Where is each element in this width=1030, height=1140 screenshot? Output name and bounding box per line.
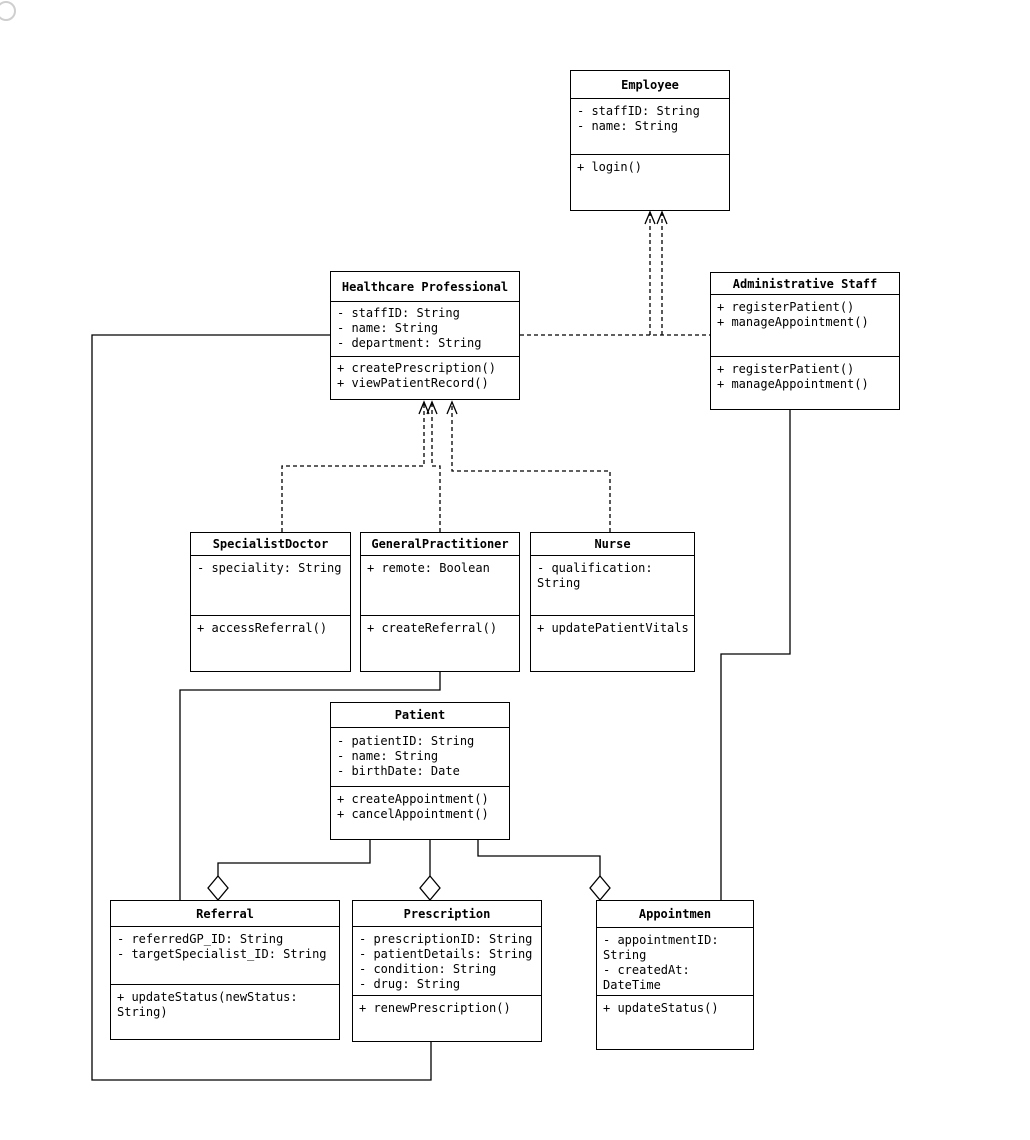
edge-generalpractitioner-hp — [431, 404, 441, 532]
method-line: + login() — [577, 160, 643, 174]
edge-patient-appointment — [477, 840, 601, 877]
attribute-line: - patientID: String — [337, 734, 475, 748]
methods-compartment: + updatePatientVitals — [531, 615, 694, 673]
attributes-compartment: + remote: Boolean — [361, 556, 519, 615]
attributes-compartment: + registerPatient() + manageAppointment(… — [711, 295, 899, 356]
attribute-line: + registerPatient() — [717, 300, 855, 314]
method-line: + cancelAppointment() — [337, 807, 489, 821]
class-box-general-practitioner: GeneralPractitioner + remote: Boolean + … — [360, 532, 520, 672]
edge-generalpractitioner-referral — [179, 672, 441, 900]
class-box-nurse: Nurse - qualification: String + updatePa… — [530, 532, 695, 672]
method-line: + renewPrescription() — [359, 1001, 511, 1015]
attribute-line: - qualification: String — [537, 561, 653, 590]
arrowhead-icon — [426, 400, 438, 415]
method-line: + viewPatientRecord() — [337, 376, 489, 390]
arrowhead-icon — [446, 400, 458, 415]
methods-compartment: + registerPatient() + manageAppointment(… — [711, 356, 899, 411]
methods-compartment: + accessReferral() — [191, 615, 350, 673]
attribute-line: - referredGP_ID: String — [117, 932, 284, 946]
methods-compartment: + updateStatus(newStatus: String) — [111, 984, 339, 1041]
class-box-appointment: Appointmen - appointmentID: String - cre… — [596, 900, 754, 1050]
circle-outline-icon — [0, 1, 16, 21]
attributes-compartment: - prescriptionID: String - patientDetail… — [353, 927, 541, 995]
aggregation-diamond-icon — [207, 874, 229, 902]
edge-administrativestaff-appointment — [720, 410, 791, 900]
attribute-line: - name: String — [577, 119, 679, 133]
attribute-line: - targetSpecialist_ID: String — [117, 947, 327, 961]
class-box-referral: Referral - referredGP_ID: String - targe… — [110, 900, 340, 1040]
attributes-compartment: - appointmentID: String - createdAt: Dat… — [597, 928, 753, 995]
method-line: + createPrescription() — [337, 361, 496, 375]
class-title: GeneralPractitioner — [361, 533, 519, 556]
attribute-line: + manageAppointment() — [717, 315, 869, 329]
attribute-line: - staffID: String — [337, 306, 460, 320]
class-title: SpecialistDoctor — [191, 533, 350, 556]
attribute-line: - patientDetails: String — [359, 947, 533, 961]
class-box-employee: Employee - staffID: String - name: Strin… — [570, 70, 730, 211]
attribute-line: - staffID: String — [577, 104, 700, 118]
methods-compartment: + login() — [571, 154, 729, 212]
attribute-line: - condition: String — [359, 962, 497, 976]
attribute-line: - name: String — [337, 321, 439, 335]
aggregation-diamond-icon — [419, 874, 441, 902]
class-title: Prescription — [353, 901, 541, 927]
method-line: + createReferral() — [367, 621, 498, 635]
method-line: + updateStatus() — [603, 1001, 719, 1015]
edge-patient-referral — [217, 840, 371, 877]
class-box-healthcare-professional: Healthcare Professional - staffID: Strin… — [330, 271, 520, 400]
class-title: Healthcare Professional — [331, 272, 519, 302]
attribute-line: - name: String — [337, 749, 439, 763]
methods-compartment: + createAppointment() + cancelAppointmen… — [331, 786, 509, 841]
attribute-line: - department: String — [337, 336, 482, 350]
class-title: Appointmen — [597, 901, 753, 928]
attribute-line: - speciality: String — [197, 561, 342, 575]
attributes-compartment: - referredGP_ID: String - targetSpeciali… — [111, 927, 339, 984]
attribute-line: - prescriptionID: String — [359, 932, 533, 946]
methods-compartment: + createPrescription() + viewPatientReco… — [331, 356, 519, 401]
methods-compartment: + updateStatus() — [597, 995, 753, 1051]
arrowhead-icon — [418, 400, 430, 415]
attributes-compartment: - speciality: String — [191, 556, 350, 615]
attributes-compartment: - staffID: String - name: String - depar… — [331, 302, 519, 356]
method-line: + manageAppointment() — [717, 377, 869, 391]
method-line: + registerPatient() — [717, 362, 855, 376]
edge-nurse-hp — [451, 404, 611, 532]
class-box-administrative-staff: Administrative Staff + registerPatient()… — [710, 272, 900, 410]
class-title: Administrative Staff — [711, 273, 899, 295]
edge-healthcareprofessional-prescription — [91, 334, 432, 1081]
attribute-line: - appointmentID: String — [603, 933, 719, 962]
attribute-line: - createdAt: DateTime — [603, 963, 690, 992]
arrowhead-icon — [656, 210, 668, 225]
edge-specialistdoctor-hp — [281, 404, 425, 532]
method-line: + createAppointment() — [337, 792, 489, 806]
attributes-compartment: - qualification: String — [531, 556, 694, 615]
method-line: + updatePatientVitals — [537, 621, 689, 635]
methods-compartment: + renewPrescription() — [353, 995, 541, 1043]
methods-compartment: + createReferral() — [361, 615, 519, 673]
class-box-specialist-doctor: SpecialistDoctor - speciality: String + … — [190, 532, 351, 672]
attributes-compartment: - patientID: String - name: String - bir… — [331, 728, 509, 786]
class-title: Nurse — [531, 533, 694, 556]
class-title: Patient — [331, 703, 509, 728]
attribute-line: - drug: String — [359, 977, 461, 991]
attribute-line: - birthDate: Date — [337, 764, 460, 778]
class-title: Employee — [571, 71, 729, 99]
class-title: Referral — [111, 901, 339, 927]
aggregation-diamond-icon — [589, 874, 611, 902]
attribute-line: + remote: Boolean — [367, 561, 490, 575]
method-line: + updateStatus(newStatus: String) — [117, 990, 298, 1019]
arrowhead-icon — [644, 210, 656, 225]
class-box-patient: Patient - patientID: String - name: Stri… — [330, 702, 510, 840]
class-box-prescription: Prescription - prescriptionID: String - … — [352, 900, 542, 1042]
method-line: + accessReferral() — [197, 621, 328, 635]
attributes-compartment: - staffID: String - name: String — [571, 99, 729, 154]
